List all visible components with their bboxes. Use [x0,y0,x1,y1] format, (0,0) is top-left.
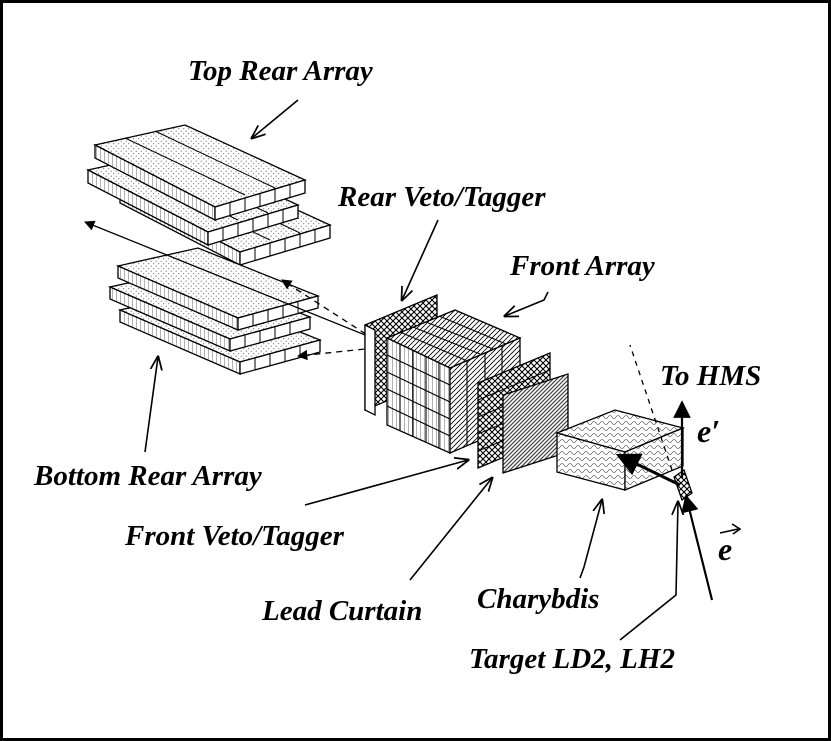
scatter-ray-dashed-1 [281,279,376,341]
scatter-ray-dashed-2 [296,347,376,361]
label-front-array: Front Array [509,250,655,282]
label-lead-curtain: Lead Curtain [261,595,422,627]
label-e-beam: e [718,531,732,567]
pointer-bottom-rear-array [144,357,158,453]
pointer-charybdis [579,500,602,579]
particle-to-charybdis [615,453,681,487]
bottom-rear-array [107,247,323,375]
label-charybdis: Charybdis [477,583,599,615]
pointer-rear-veto-tagger [402,219,439,300]
label-bottom-rear-array: Bottom Rear Array [33,460,262,492]
pointer-target [619,502,678,641]
top-rear-array [86,124,332,267]
label-rear-veto-tagger: Rear Veto/Tagger [337,181,546,213]
label-top-rear-array: Top Rear Array [188,55,373,87]
label-e-prime: e′ [697,413,720,449]
particle-dashed-up [629,344,673,471]
label-front-veto-tagger: Front Veto/Tagger [124,520,345,552]
e-beam-arrow [681,494,714,601]
top-rear-slab-1 [93,124,307,222]
label-target: Target LD2, LH2 [469,643,675,675]
pointer-lead-curtain [409,478,492,581]
label-to-hms: To HMS [660,360,761,392]
pointer-front-veto-tagger [304,460,468,506]
vector-arrow-icon [719,523,742,535]
target [673,468,693,502]
scatter-ray-upper [84,220,391,346]
pointer-front-array [505,291,549,316]
bottom-rear-slab-1 [115,247,321,331]
pointer-top-rear-array [252,99,299,138]
